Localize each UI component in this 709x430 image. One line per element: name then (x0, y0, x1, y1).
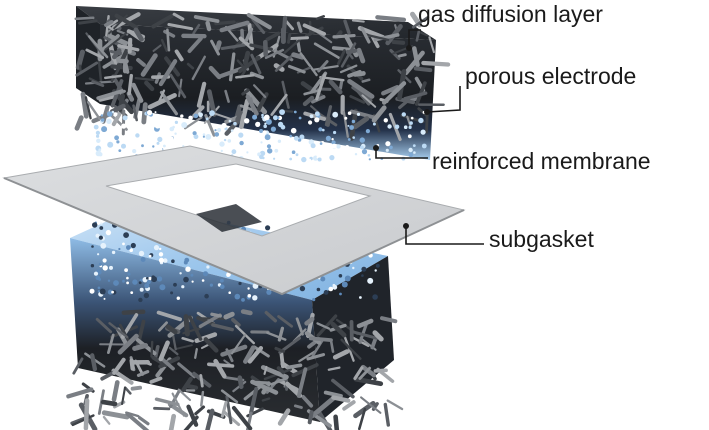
dot-porous-electrode (424, 109, 430, 115)
label-gas-diffusion-layer: gas diffusion layer (418, 1, 603, 27)
subgasket-frame (2, 145, 466, 296)
gdl-fibers (74, 11, 451, 142)
leader-gas-diffusion-layer (408, 29, 421, 48)
label-subgasket: subgasket (489, 226, 594, 252)
dot-subgasket (403, 223, 409, 229)
subgasket-edge (3, 177, 465, 296)
leader-porous-electrode (426, 86, 461, 113)
label-reinforced-membrane: reinforced membrane (432, 148, 651, 174)
label-porous-electrode: porous electrode (465, 63, 637, 89)
leader-endpoints (373, 45, 430, 229)
dot-reinforced-membrane (373, 145, 379, 151)
top-stack (74, 6, 451, 163)
dot-gas-diffusion-layer (406, 45, 412, 51)
leader-lines (375, 29, 484, 245)
leader-subgasket (405, 226, 484, 245)
window-electrode (196, 204, 262, 232)
bottom-gdl-fibers (66, 309, 404, 430)
leader-reinforced-membrane (375, 148, 428, 159)
